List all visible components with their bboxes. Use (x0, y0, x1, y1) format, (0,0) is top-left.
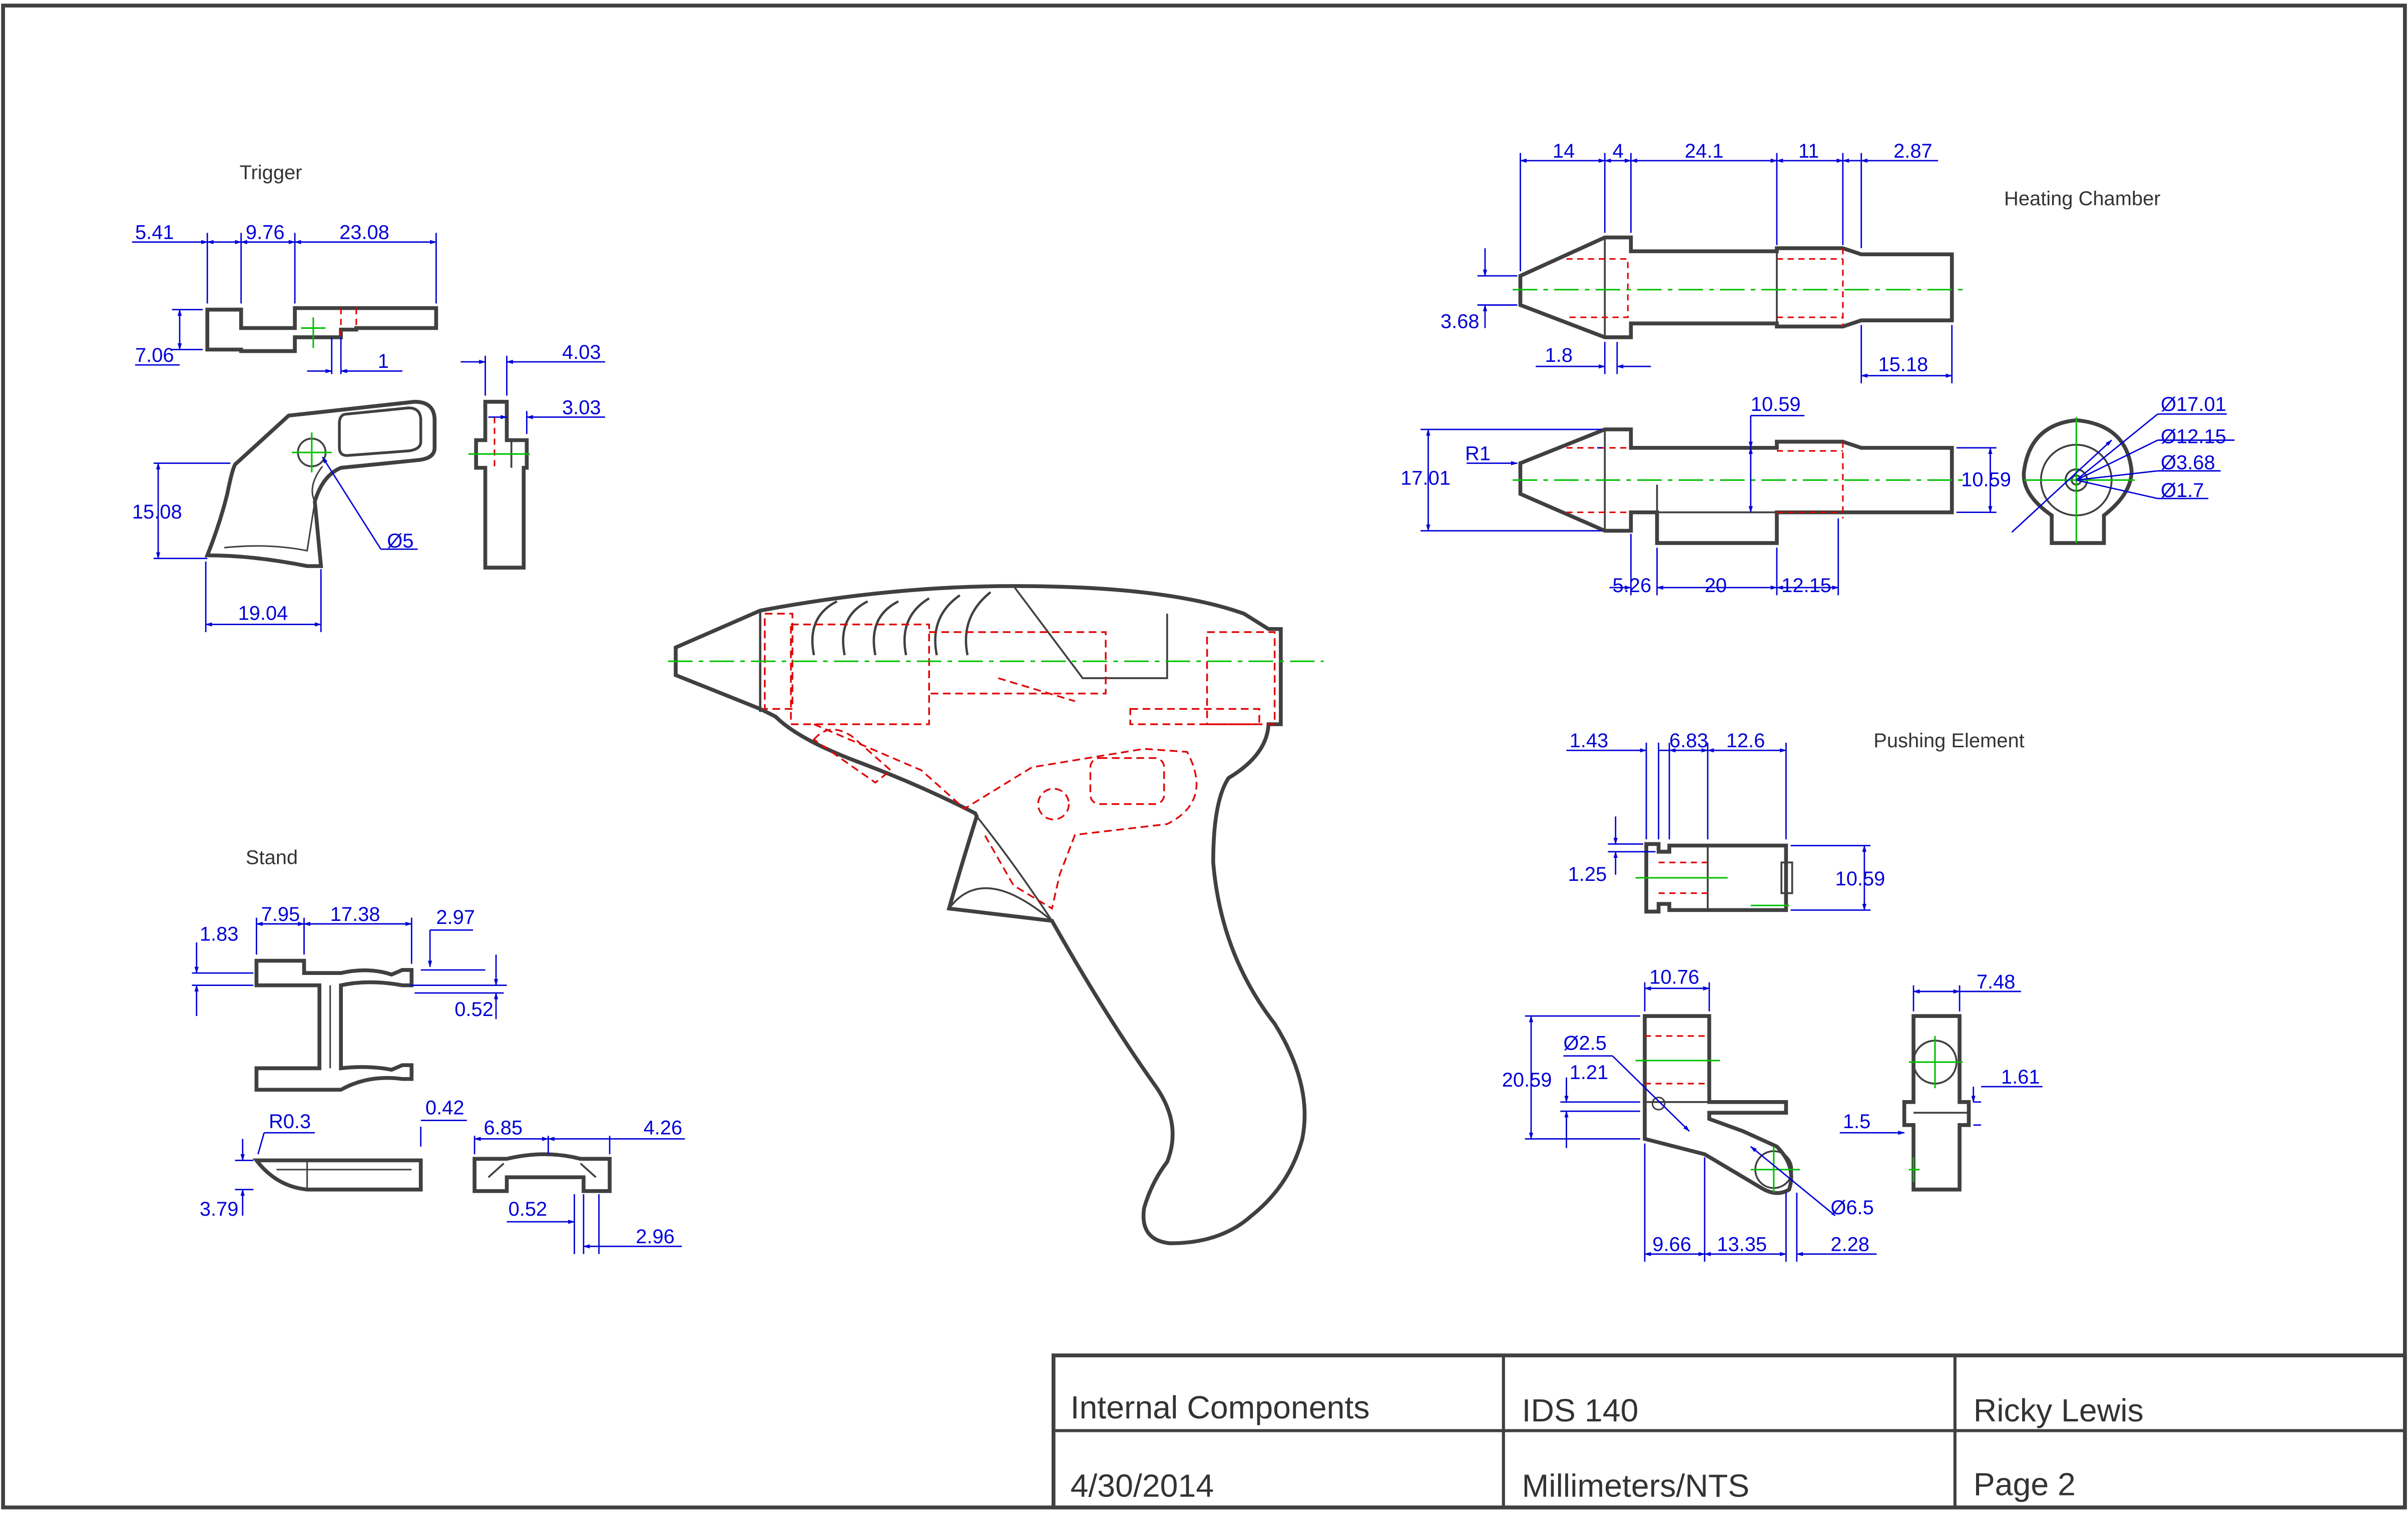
dim-text: 17.01 (1400, 467, 1451, 489)
page-number: Page 2 (1974, 1466, 2076, 1502)
dim-text: 0.52 (509, 1198, 548, 1220)
heating-chamber-top-view (1513, 235, 1966, 339)
dim-text: 4.26 (644, 1117, 683, 1139)
dim-text: 3.68 (1440, 310, 1480, 332)
dim-text: Ø6.5 (1830, 1197, 1873, 1219)
dim-text: 24.1 (1685, 140, 1724, 162)
title-block: Internal Components IDS 140 Ricky Lewis … (1051, 1353, 2407, 1509)
dim-text: 1.5 (1843, 1111, 1870, 1133)
heating-chamber-views: Heating Chamber (1400, 140, 2235, 597)
dim-text: 10.59 (1835, 868, 1885, 890)
pushing-element-dim-texts: 1.43 6.83 12.6 1.25 10.59 10.76 7.48 Ø2.… (1502, 730, 2040, 1255)
dim-text: 9.76 (246, 222, 285, 244)
stand-end-view (472, 1152, 612, 1193)
dim-text: 4 (1613, 140, 1624, 162)
dim-text: 4.03 (562, 341, 601, 363)
dim-text: 6.83 (1669, 730, 1708, 752)
dim-text: 2.28 (1830, 1233, 1869, 1255)
dim-text: 1.83 (200, 923, 239, 945)
dim-text: R1 (1465, 442, 1491, 464)
stand-front-view (254, 958, 507, 1092)
dim-text: 10.59 (1961, 468, 2011, 490)
dim-text: 9.66 (1652, 1233, 1691, 1255)
trigger-label: Trigger (240, 162, 302, 184)
dim-text: 12.15 (1781, 575, 1831, 597)
pushing-element-top-view (1635, 842, 1793, 914)
course-code: IDS 140 (1522, 1392, 1639, 1428)
units-scale: Millimeters/NTS (1522, 1467, 1750, 1503)
heating-chamber-label: Heating Chamber (2004, 188, 2161, 210)
dim-text: 1.21 (1570, 1062, 1609, 1084)
trigger-side-view (204, 399, 437, 568)
drawing-title: Internal Components (1071, 1389, 1370, 1425)
dim-text: 1.25 (1568, 863, 1607, 885)
dim-text: 2.97 (436, 906, 475, 928)
dim-text: 20.59 (1502, 1069, 1552, 1091)
dim-text: 7.95 (261, 903, 300, 925)
heating-chamber-dimensions (1420, 153, 2235, 596)
trigger-dim-texts: 5.41 9.76 23.08 7.06 1 4.03 3.03 15.08 Ø… (132, 222, 601, 625)
dim-text: 19.04 (238, 602, 288, 624)
dim-text: Ø12.15 (2161, 426, 2226, 448)
dim-text: Ø17.01 (2161, 393, 2226, 415)
trigger-views: Trigger (132, 162, 605, 632)
dim-text: 23.08 (339, 222, 389, 244)
dim-text: 14 (1553, 140, 1575, 162)
glue-gun-assembly-view (668, 584, 1324, 1245)
pushing-element-end-view (1902, 1014, 1971, 1192)
dim-text: 13.35 (1717, 1233, 1767, 1255)
trigger-top-view (205, 306, 438, 353)
dim-text: 1.61 (2001, 1066, 2040, 1088)
dim-text: 12.6 (1726, 730, 1765, 752)
dim-text: 3.79 (200, 1198, 239, 1220)
stand-dimensions (192, 917, 685, 1254)
dim-text: 1 (378, 350, 389, 372)
dim-text: Ø2.5 (1563, 1033, 1606, 1055)
dim-text: 3.03 (562, 396, 601, 418)
dim-text: 17.38 (330, 903, 380, 925)
dim-text: Ø5 (387, 530, 413, 552)
trigger-dimensions (132, 233, 605, 632)
heating-chamber-dim-texts: 14 4 24.1 11 2.87 3.68 1.8 15.18 10.59 R… (1400, 140, 2226, 597)
dim-text: 10.76 (1649, 966, 1699, 988)
pushing-element-label: Pushing Element (1873, 730, 2024, 752)
dim-text: 5.41 (135, 222, 174, 244)
dim-text: 2.87 (1893, 140, 1933, 162)
dim-text: 11 (1798, 140, 1819, 162)
stand-bottom-view (252, 1158, 423, 1192)
author-name: Ricky Lewis (1974, 1392, 2144, 1428)
dim-text: 20 (1705, 575, 1727, 597)
pushing-element-side-view (1635, 1014, 1800, 1195)
dim-text: 1.43 (1570, 730, 1609, 752)
stand-dim-texts: 1.83 7.95 17.38 2.97 0.52 R0.3 0.42 3.79… (200, 903, 682, 1248)
dim-text: R0.3 (269, 1111, 311, 1133)
dim-text: 15.08 (132, 501, 182, 523)
drawing-date: 4/30/2014 (1071, 1467, 1214, 1503)
pushing-element-views: Pushing Element (1502, 730, 2043, 1262)
dim-text: 7.48 (1977, 971, 2016, 993)
dim-text: 0.52 (454, 998, 494, 1021)
trigger-end-view (468, 399, 530, 570)
dim-text: 6.85 (484, 1117, 523, 1139)
dim-text: 1.8 (1545, 344, 1573, 366)
stand-views: Stand (192, 846, 685, 1254)
dim-text: 5.26 (1613, 575, 1652, 597)
dim-text: Ø3.68 (2161, 452, 2215, 474)
dim-text: 15.18 (1878, 353, 1928, 375)
stand-label: Stand (246, 846, 298, 868)
dim-text: 2.96 (636, 1226, 675, 1248)
heating-chamber-side-view (1513, 427, 1966, 545)
dim-text: 7.06 (135, 344, 174, 366)
dim-text: 10.59 (1751, 393, 1801, 415)
pushing-element-dimensions (1525, 742, 2043, 1262)
dim-text: 0.42 (425, 1097, 464, 1119)
dim-text: Ø1.7 (2161, 479, 2204, 501)
